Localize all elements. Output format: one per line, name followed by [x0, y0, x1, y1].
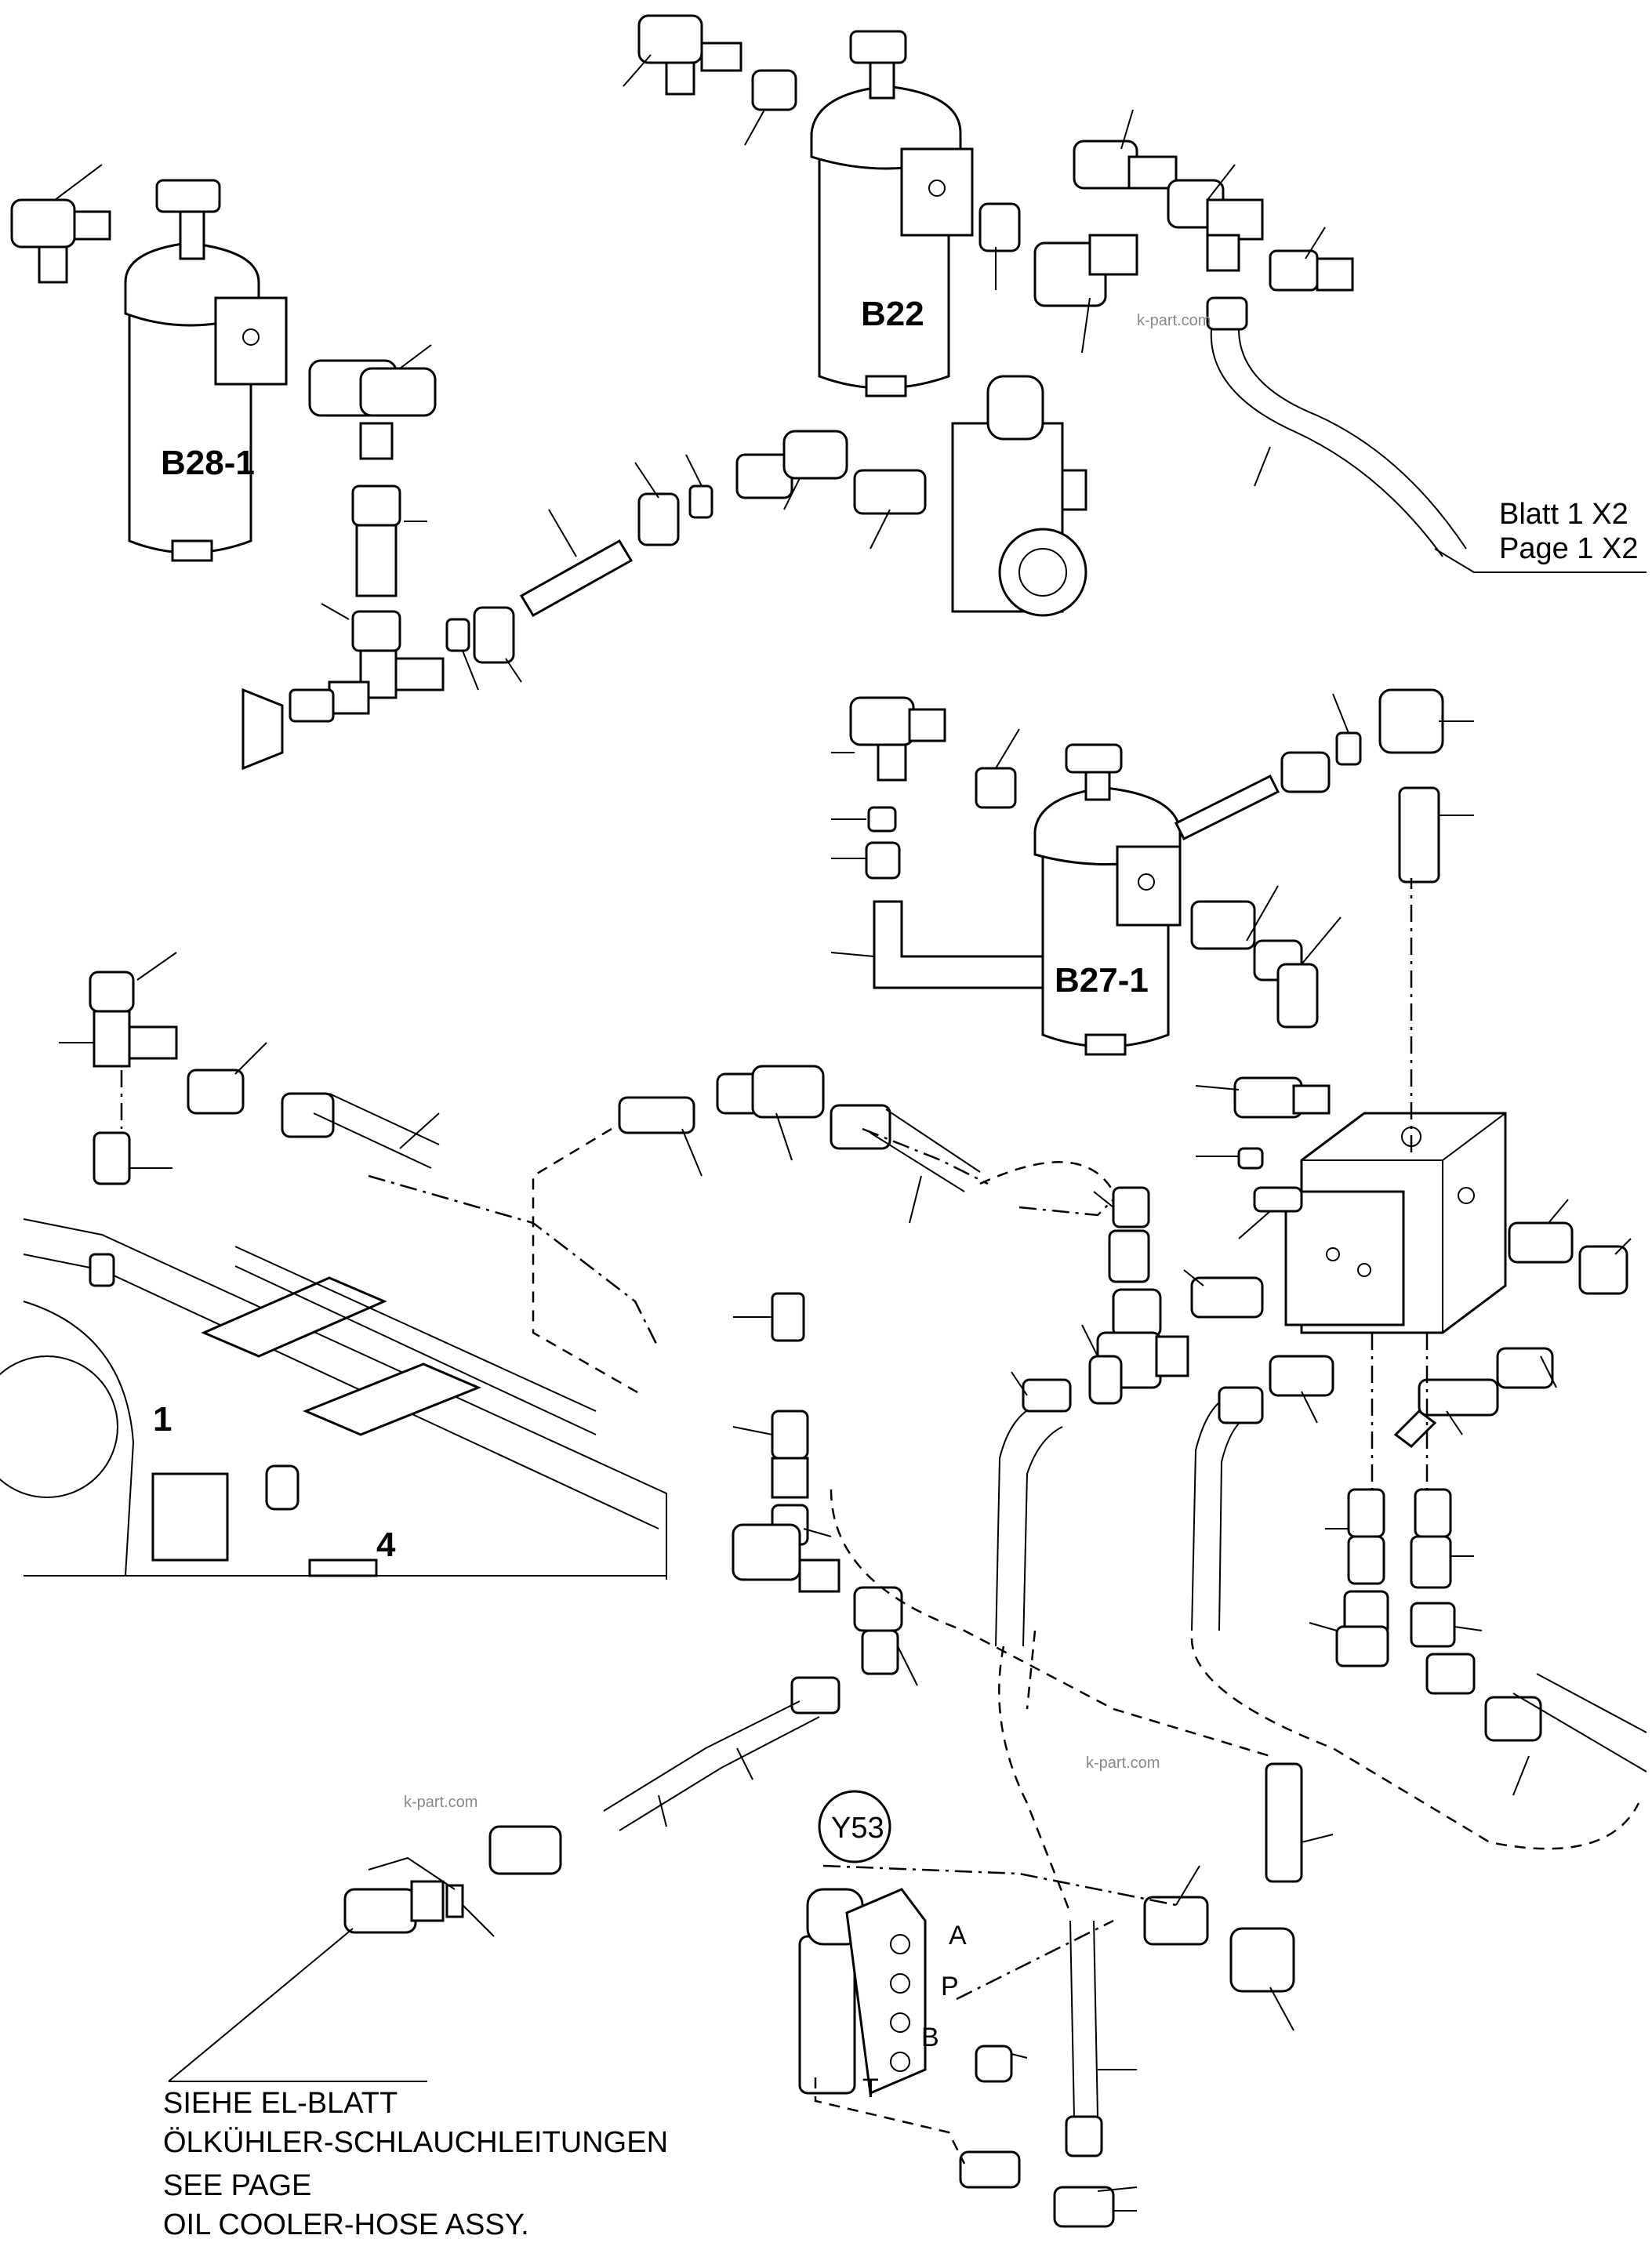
- note-block: SIEHE EL-BLATT ÖLKÜHLER-SCHLAUCHLEITUNGE…: [163, 2081, 668, 2241]
- fittings-lower-right: [1309, 1488, 1647, 1796]
- fittings-upper-middle: [618, 1065, 981, 1224]
- note-line-2: ÖLKÜHLER-SCHLAUCHLEITUNGEN: [163, 2126, 668, 2159]
- port-b-label: B: [921, 2023, 939, 2052]
- filter-b22: B22: [810, 30, 974, 397]
- note-line-4: OIL COOLER-HOSE ASSY.: [163, 2208, 529, 2241]
- fittings-center: [1081, 1186, 1334, 1424]
- watermark-1: k-part.com: [1137, 312, 1211, 329]
- hoses-center: [995, 1371, 1264, 1647]
- filter-b28-1: B28-1: [124, 179, 288, 562]
- housing-mark-1: 1: [153, 1400, 172, 1439]
- fittings-right: [1393, 1199, 1632, 1448]
- port-t-label: T: [862, 2074, 879, 2103]
- reference-line-2: Page 1 X2: [1499, 532, 1638, 565]
- watermarks: k-part.com k-part.com k-part.com: [404, 312, 1211, 1811]
- fittings-left-hose: [59, 952, 440, 1185]
- filter-b27-1: B27-1: [1033, 743, 1182, 1056]
- note-line-1: SIEHE EL-BLATT: [163, 2087, 398, 2120]
- housing-mark-4: 4: [376, 1526, 396, 1564]
- relief-valve-upper: [951, 375, 1087, 617]
- hose-to-page-1: [1210, 328, 1647, 573]
- filter-b28-1-label: B28-1: [161, 444, 255, 482]
- y53-label: Y53: [831, 1812, 884, 1845]
- solenoid-valve-y53: Y53 A P B T: [798, 1790, 1138, 2228]
- manifold-block: [1195, 1076, 1507, 1334]
- filter-b27-1-label: B27-1: [1055, 961, 1149, 1000]
- page-reference: Blatt 1 X2 Page 1 X2: [1499, 498, 1638, 565]
- routing-lines: [120, 878, 1640, 2164]
- filter-b22-label: B22: [861, 295, 924, 333]
- port-a-label: A: [949, 1921, 967, 1950]
- transmission-housing: 1 4: [0, 1218, 667, 1580]
- fittings-upper-left: [10, 164, 927, 771]
- hose-y53: [1065, 1762, 1334, 2157]
- reference-line-1: Blatt 1 X2: [1499, 498, 1628, 531]
- note-line-3: SEE PAGE: [163, 2169, 311, 2202]
- fittings-b27: [830, 688, 1474, 1029]
- y53-callout-circle: [818, 1790, 891, 1863]
- watermark-3: k-part.com: [1086, 1754, 1160, 1772]
- port-p-label: P: [941, 1972, 959, 2001]
- fittings-housing-right: [732, 1292, 918, 1686]
- watermark-2: k-part.com: [404, 1794, 477, 1811]
- fittings-upper-center: [623, 14, 1354, 354]
- oil-cooler-hose: [168, 1676, 841, 2082]
